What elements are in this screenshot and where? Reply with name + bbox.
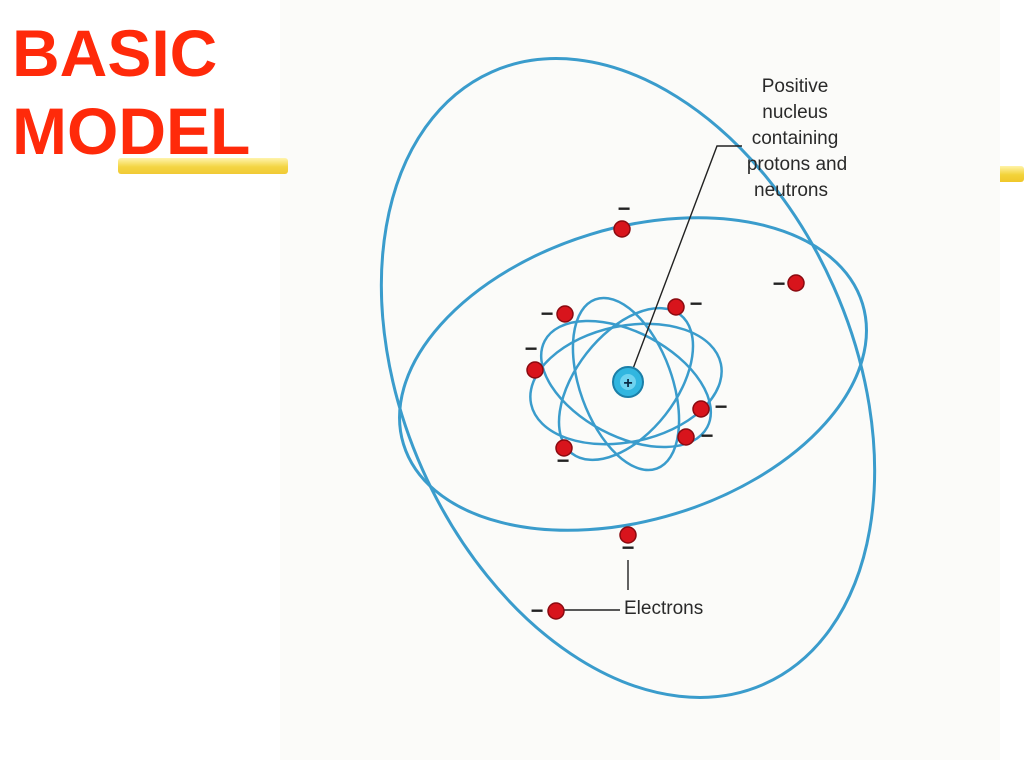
- electron-sign: −: [690, 291, 703, 316]
- bullet-marker: [994, 166, 1024, 182]
- inner-orbits: [529, 296, 723, 472]
- leader-lines: [563, 145, 742, 611]
- outer-orbit-2: [398, 216, 868, 532]
- title-underline-highlight: [118, 158, 288, 174]
- nucleus-label-line: Positive: [762, 76, 829, 97]
- electron: [692, 400, 710, 418]
- nucleus-label-line: nucleus: [762, 102, 828, 123]
- electron-sign: −: [618, 196, 631, 221]
- electron-sign: −: [557, 448, 570, 473]
- electrons-label: Electrons: [624, 598, 703, 619]
- nucleus: +: [612, 366, 644, 398]
- nucleus-label-line: neutrons: [754, 180, 828, 201]
- electron: [547, 602, 565, 620]
- electron-sign: −: [773, 271, 786, 296]
- electron: [787, 274, 805, 292]
- electron: [613, 220, 631, 238]
- electron: [526, 361, 544, 379]
- electron: [619, 526, 637, 544]
- electron: [555, 439, 573, 457]
- title-line-1: BASIC: [12, 16, 218, 90]
- electron-sign: −: [701, 423, 714, 448]
- electron-sign: −: [622, 535, 635, 560]
- electron: [556, 305, 574, 323]
- electron: [667, 298, 685, 316]
- nucleus-leader-line: [630, 145, 742, 375]
- title-line-2: MODEL: [12, 94, 251, 168]
- nucleus-label-line: protons and: [747, 154, 847, 175]
- inner-orbit-2: [539, 319, 713, 449]
- electron-sign: −: [541, 301, 554, 326]
- electron-sign: −: [525, 336, 538, 361]
- electron-sign: −: [531, 598, 544, 623]
- electrons: [526, 220, 805, 620]
- electron-sign: −: [715, 394, 728, 419]
- nucleus-label-line: containing: [752, 128, 839, 149]
- electron-signs: − − − − − − − − − −: [525, 196, 786, 623]
- outer-orbits: [379, 57, 877, 699]
- nucleus-label: Positive nucleus containing protons and …: [747, 76, 847, 201]
- slide-title: BASIC MODEL: [12, 14, 250, 170]
- electron: [677, 428, 695, 446]
- nucleus-plus-sign: +: [623, 375, 632, 392]
- outer-orbit-1: [379, 57, 877, 699]
- inner-orbit-4: [571, 296, 681, 472]
